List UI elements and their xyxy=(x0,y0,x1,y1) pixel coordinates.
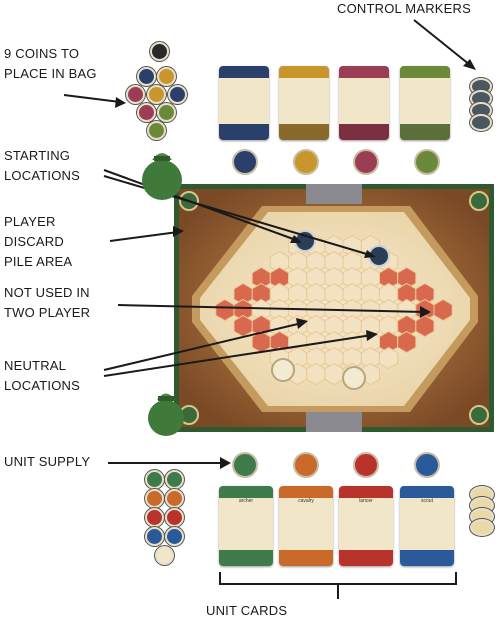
card-bottom-band xyxy=(219,550,273,566)
unit-token-icon xyxy=(353,149,379,175)
unit-token-icon xyxy=(414,149,440,175)
card-bottom-band xyxy=(279,124,329,140)
card-bottom-band xyxy=(339,124,389,140)
card-title: archer xyxy=(238,498,254,504)
unit-supply-label: UNIT SUPPLY xyxy=(4,454,91,469)
hex-tile xyxy=(415,282,435,306)
top-gate xyxy=(306,184,362,204)
unit-coin-icon xyxy=(137,67,156,86)
card-bottom-band xyxy=(400,550,454,566)
unit-card-scout: scout xyxy=(400,486,454,566)
pointer-lines xyxy=(63,19,471,599)
card-bottom-band xyxy=(339,550,393,566)
coin-bag-top xyxy=(142,153,182,200)
lancer-token-icon xyxy=(353,452,379,478)
card-bottom-band xyxy=(219,124,269,140)
unit-coin-icon xyxy=(157,67,176,86)
control-marker-icon xyxy=(470,114,492,131)
neutral-location-token xyxy=(342,366,366,390)
bottom-gate xyxy=(306,412,362,432)
hex-tile xyxy=(215,298,235,322)
card-title: lancer xyxy=(359,498,373,504)
supply-coin-icon xyxy=(145,527,164,546)
unit-card-lancer: lancer xyxy=(339,486,393,566)
unit-coin-icon xyxy=(147,121,166,140)
supply-coin-icon xyxy=(165,527,184,546)
card-band xyxy=(219,66,269,78)
royal-coin-icon xyxy=(150,42,169,61)
unit-card-top xyxy=(400,66,450,140)
unit-card-top xyxy=(339,66,389,140)
hex-tile xyxy=(233,314,253,338)
supply-coin-icon xyxy=(145,489,164,508)
not-used-label: NOT USED IN TWO PLAYER xyxy=(4,285,91,320)
discard-pile-label: PLAYER DISCARD PILE AREA xyxy=(4,214,73,269)
hex-tile xyxy=(397,266,417,290)
card-band xyxy=(400,486,454,498)
pointer-arrowheads xyxy=(115,59,476,469)
corner-medallion xyxy=(469,191,489,211)
supply-coin-icon xyxy=(145,508,164,527)
supply-coin-icon xyxy=(165,470,184,489)
hex-tile xyxy=(397,330,417,354)
card-title: cavalry xyxy=(298,498,314,504)
royal-coin-icon xyxy=(470,519,494,536)
coins-label: 9 COINS TO PLACE IN BAG xyxy=(4,46,97,81)
card-band xyxy=(279,66,329,78)
corner-medallion xyxy=(469,405,489,425)
archer-token-icon xyxy=(232,452,258,478)
unit-card-top xyxy=(279,66,329,140)
unit-coin-icon xyxy=(126,85,145,104)
hex-tile xyxy=(379,346,399,370)
unit-card-cavalry: cavalry xyxy=(279,486,333,566)
unit-card-archer: archer xyxy=(219,486,273,566)
unit-token-icon xyxy=(293,149,319,175)
hex-tile xyxy=(415,314,435,338)
supply-coin-icon xyxy=(155,546,174,565)
unit-coin-icon xyxy=(157,103,176,122)
control-markers-label: CONTROL MARKERS xyxy=(337,1,471,16)
hex-tile xyxy=(306,362,326,386)
scout-token-icon xyxy=(414,452,440,478)
card-title: scout xyxy=(421,498,433,504)
neutral-location-token xyxy=(271,358,295,382)
starting-locations-label: STARTING LOCATIONS xyxy=(4,148,80,183)
card-bottom-band xyxy=(400,124,450,140)
card-band xyxy=(219,486,273,498)
card-band xyxy=(339,486,393,498)
unit-cards-label: UNIT CARDS xyxy=(206,603,288,618)
card-bottom-band xyxy=(279,550,333,566)
card-band xyxy=(400,66,450,78)
cavalry-token-icon xyxy=(293,452,319,478)
unit-coin-icon xyxy=(137,103,156,122)
unit-card-top xyxy=(219,66,269,140)
unit-coin-icon xyxy=(168,85,187,104)
unit-token-icon xyxy=(232,149,258,175)
hex-tile xyxy=(433,298,453,322)
unit-coin-icon xyxy=(147,85,166,104)
supply-coin-icon xyxy=(165,508,184,527)
card-band xyxy=(279,486,333,498)
coin-bag-bottom xyxy=(148,393,184,436)
supply-coin-icon xyxy=(165,489,184,508)
hex-tile xyxy=(324,362,344,386)
card-band xyxy=(339,66,389,78)
neutral-locations-label: NEUTRAL LOCATIONS xyxy=(4,358,80,393)
supply-coin-icon xyxy=(145,470,164,489)
